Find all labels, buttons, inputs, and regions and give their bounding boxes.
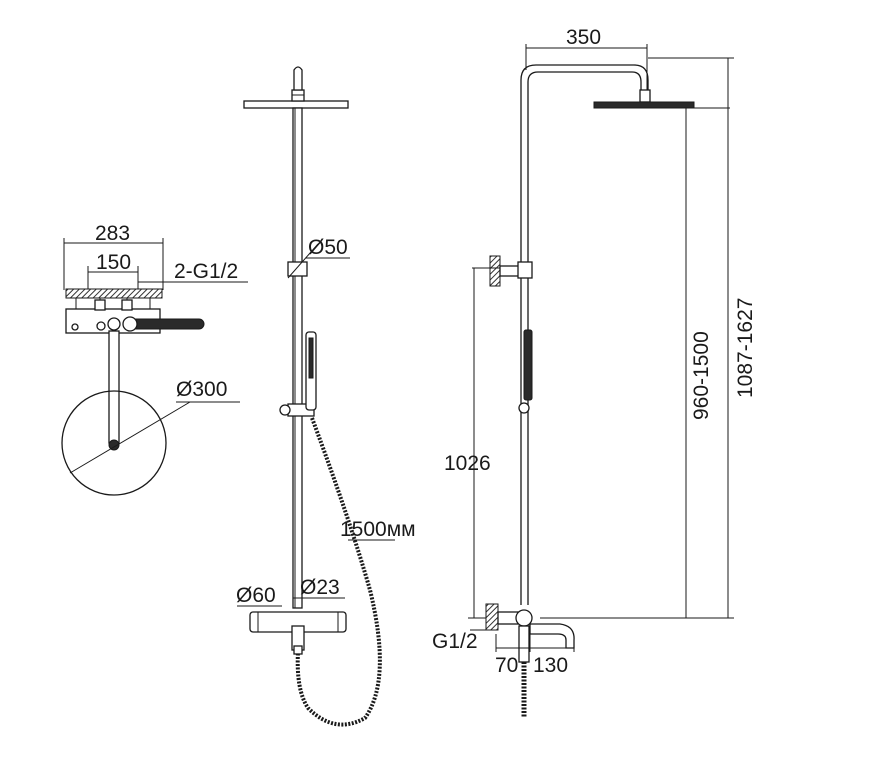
diameter-23-label: Ø23 bbox=[300, 576, 340, 599]
riser-top bbox=[108, 330, 120, 444]
inlets-callout: 2-G1/2 bbox=[138, 260, 248, 283]
shower-head-side bbox=[593, 101, 695, 109]
wall-bracket-upper bbox=[489, 255, 501, 287]
spout-130-label: 130 bbox=[533, 654, 568, 677]
shower-arm bbox=[520, 64, 649, 605]
dim-283-label: 283 bbox=[95, 222, 130, 245]
wall-hatch bbox=[65, 288, 163, 299]
top-view: 283 150 2-G1/2 bbox=[61, 222, 248, 496]
diameter-50-label: Ø50 bbox=[308, 236, 348, 259]
wall-bracket-lower bbox=[485, 603, 499, 631]
diameter-60-label: Ø60 bbox=[236, 584, 276, 607]
side-view: 350 960-1500 1087-1627 1026 bbox=[432, 26, 757, 718]
hose-length-label: 1500мм bbox=[340, 518, 416, 541]
dim-283: 283 bbox=[63, 222, 164, 290]
dim-150-label: 150 bbox=[96, 251, 131, 274]
height-1087-1627-label: 1087-1627 bbox=[734, 298, 757, 398]
depth-70-label: 70 bbox=[495, 654, 518, 677]
shower-head-top bbox=[61, 390, 167, 496]
shower-head-front bbox=[243, 100, 349, 109]
height-1026-label: 1026 bbox=[444, 452, 491, 475]
dim-350-label: 350 bbox=[566, 26, 601, 49]
front-view: Ø50 1500мм Ø23 Ø60 bbox=[236, 66, 416, 727]
main-pipe bbox=[292, 107, 303, 609]
hose bbox=[295, 417, 382, 727]
diameter-300-label: Ø300 bbox=[176, 378, 227, 401]
dim-150: 150 bbox=[87, 251, 139, 290]
inlets-label: 2-G1/2 bbox=[174, 260, 238, 283]
spout-side bbox=[529, 623, 575, 649]
height-960-1500-label: 960-1500 bbox=[690, 331, 713, 420]
thread-g12-label: G1/2 bbox=[432, 630, 478, 653]
